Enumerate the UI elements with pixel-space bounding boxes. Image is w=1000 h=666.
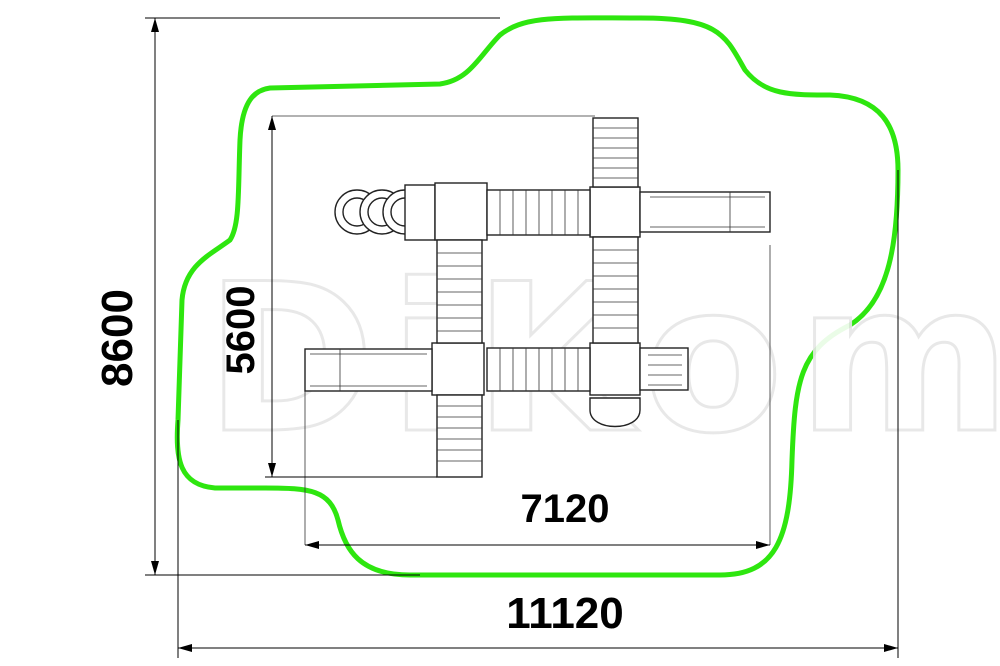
playground-structure [304, 117, 771, 478]
dimension-overall-height [145, 17, 500, 576]
dimension-label-11120: 11120 [506, 589, 624, 638]
bridge-top [486, 189, 591, 236]
bridge-left [436, 239, 483, 344]
dimension-label-5600: 5600 [219, 286, 263, 375]
slide-left [304, 348, 433, 392]
platform-top-center [589, 186, 641, 238]
platform-top-left [434, 182, 488, 241]
arch-element [589, 397, 641, 428]
platform-bottom-left [431, 342, 485, 396]
tube-tunnel [334, 184, 436, 241]
dimension-overall-width [177, 170, 899, 658]
dimension-inner-width [305, 541, 770, 549]
platform-bottom-center [589, 342, 641, 396]
slide-right [639, 191, 771, 233]
climbing-panel [639, 347, 689, 391]
dimension-inner-height [265, 116, 437, 478]
ladder-bottom [436, 394, 483, 478]
bridge-right [592, 236, 639, 344]
ladder-top [592, 117, 639, 188]
dimension-label-8600: 8600 [93, 289, 142, 387]
bridge-bottom [486, 347, 591, 392]
safety-zone-outline [174, 15, 901, 578]
dimension-label-7120: 7120 [521, 487, 610, 531]
